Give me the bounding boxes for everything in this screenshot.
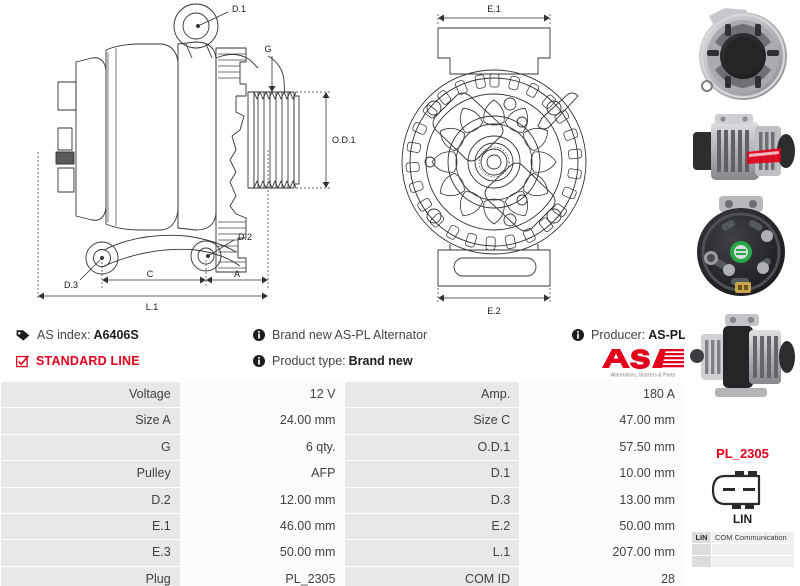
spec-value: AFP	[179, 460, 346, 488]
aspl-logo: Alternators, Starters & Parts	[600, 347, 686, 379]
label-d1: D.1	[232, 4, 246, 14]
pin-key: LIN	[692, 532, 711, 543]
spec-value: 24.00 mm	[179, 407, 346, 435]
spec-value: 28	[519, 566, 685, 586]
info-circle-icon	[253, 355, 265, 367]
label-d3: D.3	[64, 280, 78, 290]
spec-value: 10.00 mm	[519, 460, 685, 488]
product-info-bar: AS index: A6406S STANDARD LINE Brand new	[0, 318, 686, 382]
specification-table-body: Voltage 12 V Amp. 180 A Size A 24.00 mm …	[0, 382, 685, 586]
spec-label: COM ID	[344, 566, 521, 586]
spec-label: Pulley	[0, 460, 181, 488]
spec-label: D.2	[0, 487, 181, 515]
spec-label: Voltage	[0, 382, 181, 409]
specification-table: Voltage 12 V Amp. 180 A Size A 24.00 mm …	[0, 382, 685, 586]
list-item: LIN COM Communication	[692, 532, 794, 543]
pin-key	[692, 544, 711, 555]
spec-value: 12.00 mm	[179, 487, 346, 515]
label-g: G	[264, 44, 271, 54]
spec-label: E.2	[344, 513, 521, 541]
checkbox-checked-icon	[16, 354, 29, 368]
table-row: E.1 46.00 mm E.2 50.00 mm	[0, 513, 685, 541]
plug-pin-legend-table: LIN COM Communication	[691, 531, 795, 568]
spec-label: Size C	[344, 407, 521, 435]
spec-value: 6 qty.	[179, 434, 346, 462]
product-type-label: Product type:	[272, 354, 346, 368]
table-row: Voltage 12 V Amp. 180 A	[0, 382, 685, 409]
spec-label: Amp.	[344, 382, 521, 409]
list-item	[692, 556, 794, 567]
info-circle-icon	[572, 329, 584, 341]
spec-label: O.D.1	[344, 434, 521, 462]
spec-value: 50.00 mm	[519, 513, 685, 541]
spec-value: 12 V	[179, 382, 346, 409]
alternator-side-view-photo[interactable]	[685, 108, 800, 194]
pin-key	[692, 556, 711, 567]
spec-value: 50.00 mm	[179, 539, 346, 567]
alternator-front-view-photo[interactable]	[685, 2, 800, 108]
product-type-value: Brand new	[348, 354, 413, 368]
product-type-row: Product type: Brand new	[253, 354, 413, 368]
standard-line-label: STANDARD LINE	[36, 354, 140, 368]
table-row: E.3 50.00 mm L.1 207.00 mm	[0, 539, 685, 567]
pin-desc	[712, 544, 794, 555]
pin-desc	[712, 556, 794, 567]
table-row: G 6 qty. O.D.1 57.50 mm	[0, 434, 685, 462]
label-od1: O.D.1	[332, 135, 356, 145]
as-index-row: AS index: A6406S	[16, 328, 139, 342]
pin-desc: COM Communication	[712, 532, 794, 543]
spec-label: Plug	[0, 566, 181, 586]
front-view-drawing: E.1 E.2	[400, 0, 685, 318]
product-photo-column: PL_2305 LIN	[685, 0, 800, 586]
plug-code-label: PL_2305	[716, 446, 769, 461]
as-index-value: A6406S	[93, 328, 139, 342]
as-index-label: AS index:	[37, 328, 91, 342]
logo-tagline: Alternators, Starters & Parts	[611, 373, 676, 379]
spec-label: Size A	[0, 407, 181, 435]
producer-label: Producer:	[591, 328, 646, 342]
label-l1: L.1	[146, 302, 159, 312]
spec-value: 180 A	[519, 382, 685, 409]
spec-value: 57.50 mm	[519, 434, 685, 462]
standard-line-row: STANDARD LINE	[16, 354, 140, 368]
brand-new-text: Brand new AS-PL Alternator	[272, 328, 428, 342]
spec-value: 46.00 mm	[179, 513, 346, 541]
spec-value: 47.00 mm	[519, 407, 685, 435]
table-row: D.2 12.00 mm D.3 13.00 mm	[0, 487, 685, 515]
plug-connector-icon	[685, 466, 800, 514]
table-row: Size A 24.00 mm Size C 47.00 mm	[0, 407, 685, 435]
plug-type-label: LIN	[732, 512, 753, 526]
side-view-drawing: D.1 G O.D.1 D.2 D.3 C A L.1	[0, 0, 400, 318]
brand-new-row: Brand new AS-PL Alternator	[253, 328, 427, 342]
spec-value: PL_2305	[179, 566, 346, 586]
spec-value: 13.00 mm	[519, 487, 685, 515]
label-a: A	[234, 269, 240, 279]
label-c: C	[147, 269, 154, 279]
spec-label: E.3	[0, 539, 181, 567]
technical-drawings: D.1 G O.D.1 D.2 D.3 C A L.1	[0, 0, 685, 318]
list-item	[692, 544, 794, 555]
spec-label: G	[0, 434, 181, 462]
tag-icon	[16, 329, 30, 342]
spec-value: 207.00 mm	[519, 539, 685, 567]
spec-label: D.3	[344, 487, 521, 515]
label-d2: D.2	[238, 232, 252, 242]
alternator-profile-view-photo[interactable]	[685, 300, 800, 440]
table-row: Pulley AFP D.1 10.00 mm	[0, 460, 685, 488]
info-circle-icon	[253, 329, 265, 341]
label-e2: E.2	[487, 306, 501, 316]
spec-label: L.1	[344, 539, 521, 567]
label-e1: E.1	[487, 4, 501, 14]
spec-label: D.1	[344, 460, 521, 488]
producer-value: AS-PL	[648, 328, 686, 342]
producer-row: Producer: AS-PL	[572, 328, 686, 342]
table-row: Plug PL_2305 COM ID 28	[0, 566, 685, 586]
spec-label: E.1	[0, 513, 181, 541]
alternator-rear-view-photo[interactable]	[685, 194, 800, 300]
